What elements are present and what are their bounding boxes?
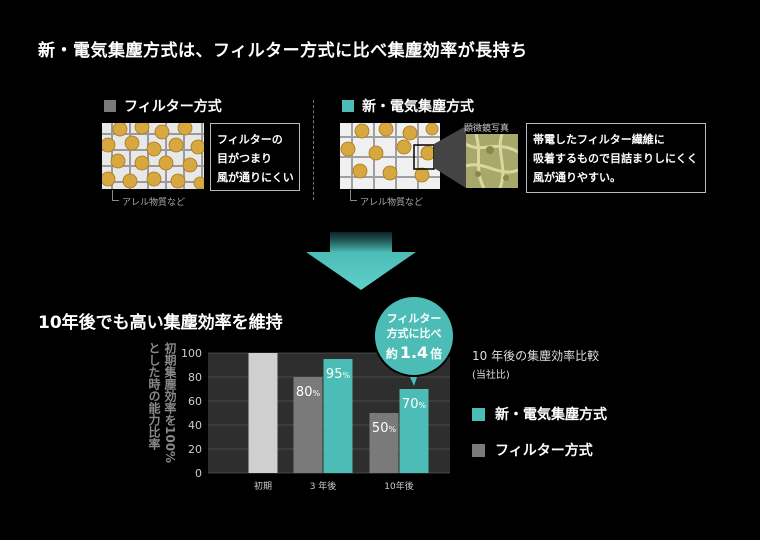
gray-square-icon [472, 443, 485, 457]
micro-photo [466, 134, 518, 188]
badge-prefix: 約 [386, 346, 398, 361]
bar [293, 377, 323, 473]
filter-callout: フィルターの 目がつまり 風が通りにくい [210, 123, 300, 191]
micro-photo-image [466, 134, 518, 188]
legend-title: 10 年後の集塵効率比較 [472, 349, 600, 363]
badge-value: 1.4 [400, 343, 428, 362]
badge-circle [373, 296, 455, 377]
data-label-unit: % [312, 389, 320, 398]
electric-callout-line: 帯電したフィルター繊維に [533, 133, 665, 146]
filter-panel-title-text: フィルター方式 [124, 99, 222, 115]
data-label-value: 95 [326, 367, 343, 382]
data-label: 50% [372, 421, 397, 436]
y-tick-label: 60 [188, 395, 202, 408]
zoom-connector [434, 126, 466, 188]
electric-callout-line: 風が通りやすい。 [533, 171, 621, 184]
electric-mesh-illustration [340, 123, 440, 189]
data-label-unit: % [342, 371, 350, 380]
legend-subtitle: (当社比) [472, 370, 510, 381]
gray-square-icon [104, 100, 116, 112]
bar [369, 413, 399, 473]
bar [248, 353, 278, 473]
filter-note-label: アレル物質など [122, 198, 186, 208]
x-tick-label: 初期 [254, 480, 272, 492]
filter-mesh-illustration [102, 123, 204, 189]
y-axis-label: とした時の能力比率 [147, 342, 161, 451]
y-tick-label: 40 [188, 419, 202, 432]
panel-divider [313, 100, 314, 200]
data-label-unit: % [388, 425, 396, 434]
y-tick-label: 100 [181, 347, 202, 360]
electric-callout: 帯電したフィルター繊維に 吸着するもので目詰まりしにくく 風が通りやすい。 [526, 123, 706, 193]
data-label-value: 70 [402, 397, 419, 412]
badge-line2: 方式に比べ [387, 326, 442, 340]
electric-panel-title-text: 新・電気集塵方式 [362, 99, 474, 115]
legend-item-electric: 新・電気集塵方式 [472, 404, 607, 424]
data-label-value: 50 [372, 421, 389, 436]
headline: 新・電気集塵方式は、フィルター方式に比べ集塵効率が長持ち [38, 41, 528, 61]
micro-photo-label: 顕微鏡写真 [464, 124, 510, 134]
electric-note-label: アレル物質など [360, 198, 424, 208]
data-label: 95% [326, 367, 351, 382]
electric-panel-title: 新・電気集塵方式 [342, 96, 474, 116]
y-axis-label: 初期集塵効率を100% [163, 341, 177, 464]
data-label: 80% [296, 385, 321, 400]
badge-line1: フィルター [387, 312, 442, 325]
y-tick-label: 20 [188, 443, 202, 456]
down-arrow-icon [306, 232, 416, 290]
electric-note-pointer [350, 190, 357, 201]
teal-square-icon [342, 100, 354, 112]
filter-callout-line: 風が通りにくい [217, 171, 294, 184]
bar [323, 359, 353, 473]
legend-item-label: フィルター方式 [495, 443, 593, 459]
teal-square-icon [472, 407, 485, 421]
legend-item-label: 新・電気集塵方式 [495, 407, 607, 423]
x-tick-label: 10年後 [384, 480, 413, 492]
legend-item-filter: フィルター方式 [472, 440, 593, 460]
y-tick-label: 0 [195, 467, 202, 480]
electric-callout-line: 吸着するもので目詰まりしにくく [533, 152, 698, 165]
electric-illustration [340, 123, 440, 189]
y-tick-label: 80 [188, 371, 202, 384]
section-title: 10年後でも高い集塵効率を維持 [38, 313, 283, 333]
filter-panel-title: フィルター方式 [104, 96, 222, 116]
filter-note-pointer [112, 190, 119, 201]
bar [399, 389, 429, 473]
x-tick-label: 3 年後 [310, 480, 337, 492]
filter-illustration [102, 123, 204, 189]
data-label-unit: % [418, 401, 426, 410]
filter-callout-line: フィルターの [217, 133, 283, 146]
filter-callout-line: 目がつまり [217, 152, 272, 165]
data-label: 70% [402, 397, 427, 412]
data-label-value: 80 [296, 385, 313, 400]
badge-suffix: 倍 [430, 346, 442, 361]
